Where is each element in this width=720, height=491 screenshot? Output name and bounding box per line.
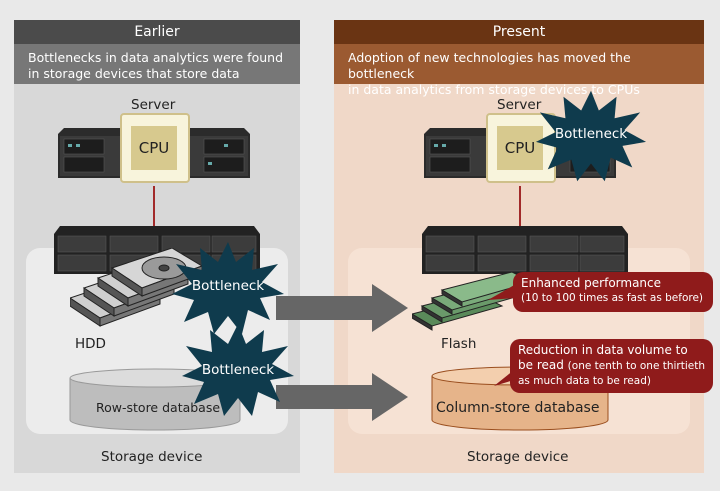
volume-callout-title-2: be read [518, 358, 564, 372]
earlier-header: Earlier [14, 20, 300, 44]
bottleneck-cpu-star: Bottleneck [534, 88, 648, 184]
volume-callout: Reduction in data volume to be read (one… [510, 339, 713, 393]
earlier-server-label: Server [131, 97, 176, 113]
row-to-column-arrow [276, 373, 410, 421]
hdd-to-flash-arrow [276, 284, 410, 332]
present-server-label: Server [497, 97, 542, 113]
present-server-link-line [519, 186, 521, 234]
present-description-line-1: Adoption of new technologies has moved t… [348, 50, 631, 81]
bottleneck-hdd-star: Bottleneck [170, 240, 286, 336]
bottleneck-db-label: Bottleneck [201, 362, 275, 378]
performance-callout-title: Enhanced performance [521, 276, 662, 290]
earlier-cpu-inner: CPU [131, 126, 177, 170]
present-storage-rack [420, 226, 630, 276]
earlier-description-line-1: Bottlenecks in data analytics were found [28, 50, 284, 65]
volume-callout-detail-2: as much data to be read) [518, 375, 651, 387]
flash-label: Flash [441, 336, 477, 352]
present-header: Present [334, 20, 704, 44]
present-description-line-2: in data analytics from storage devices t… [348, 82, 640, 97]
flash-stack-illustration [412, 272, 532, 332]
hdd-label: HDD [75, 336, 106, 352]
row-store-database-label: Row-store database [96, 400, 221, 415]
bottleneck-cpu-label: Bottleneck [554, 126, 628, 142]
present-cpu-label: CPU [504, 139, 536, 157]
performance-callout: Enhanced performance (10 to 100 times as… [513, 272, 713, 312]
present-cpu-inner: CPU [497, 126, 543, 170]
bottleneck-hdd-label: Bottleneck [191, 278, 265, 294]
earlier-cpu-label: CPU [138, 139, 170, 157]
performance-callout-pointer [488, 284, 516, 302]
bottleneck-db-star: Bottleneck [180, 322, 296, 422]
earlier-server-link-line [153, 186, 155, 234]
earlier-description: Bottlenecks in data analytics were found… [14, 44, 300, 84]
performance-callout-detail: (10 to 100 times as fast as before) [521, 292, 704, 304]
earlier-description-line-2: in storage devices that store data [28, 66, 240, 81]
earlier-storage-label: Storage device [101, 449, 203, 465]
present-description: Adoption of new technologies has moved t… [334, 44, 704, 97]
present-storage-label: Storage device [467, 449, 569, 465]
volume-callout-pointer [494, 370, 514, 386]
volume-callout-detail-inline: (one tenth to one thirtieth [567, 360, 706, 372]
volume-callout-title: Reduction in data volume to [518, 343, 688, 357]
column-store-database-label: Column-store database [436, 400, 600, 416]
